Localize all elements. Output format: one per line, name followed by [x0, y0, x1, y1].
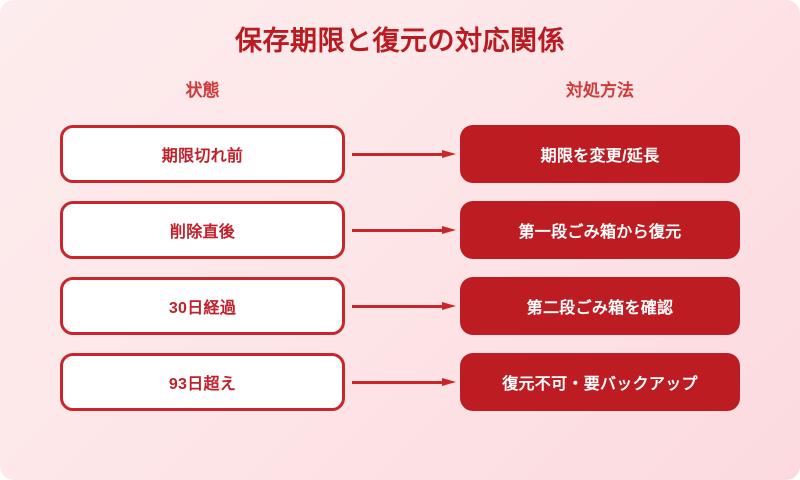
arrow-right-icon: [352, 150, 456, 159]
table-row: 削除直後 第一段ごみ箱から復元: [0, 201, 800, 259]
arrow-head: [442, 150, 456, 158]
table-row: 期限切れ前 期限を変更/延長: [0, 125, 800, 183]
page-title: 保存期限と復元の対応関係: [235, 26, 565, 56]
state-box-3[interactable]: 30日経過: [60, 277, 345, 335]
state-label: 削除直後: [169, 224, 236, 241]
arrow-head: [442, 378, 456, 386]
arrow-shaft: [352, 305, 442, 308]
action-box-3[interactable]: 第二段ごみ箱を確認: [460, 277, 740, 335]
table-row: 30日経過 第二段ごみ箱を確認: [0, 277, 800, 335]
action-label: 復元不可・要バックアップ: [502, 376, 698, 393]
arrow-head: [442, 302, 456, 310]
action-box-4[interactable]: 復元不可・要バックアップ: [460, 353, 740, 411]
action-box-2[interactable]: 第一段ごみ箱から復元: [460, 201, 740, 259]
state-label: 93日超え: [168, 376, 237, 393]
arrow-right-icon: [352, 302, 456, 311]
arrow-right-icon: [352, 378, 456, 387]
action-label: 第一段ごみ箱から復元: [518, 224, 682, 241]
state-label: 30日経過: [168, 300, 237, 317]
state-label: 期限切れ前: [161, 148, 244, 165]
column-header-state: 状態: [185, 81, 220, 100]
arrow-shaft: [352, 153, 442, 156]
arrow-head: [442, 226, 456, 234]
state-box-4[interactable]: 93日超え: [60, 353, 345, 411]
arrow-shaft: [352, 381, 442, 384]
arrow-right-icon: [352, 226, 456, 235]
action-box-1[interactable]: 期限を変更/延長: [460, 125, 740, 183]
table-row: 93日超え 復元不可・要バックアップ: [0, 353, 800, 411]
state-box-1[interactable]: 期限切れ前: [60, 125, 345, 183]
action-label: 期限を変更/延長: [540, 148, 660, 165]
arrow-shaft: [352, 229, 442, 232]
action-label: 第二段ごみ箱を確認: [526, 300, 674, 317]
state-box-2[interactable]: 削除直後: [60, 201, 345, 259]
mapping-rows: 期限切れ前 期限を変更/延長 削除直後 第一段ごみ箱から復元: [0, 125, 800, 411]
column-header-action: 対処方法: [566, 81, 634, 100]
